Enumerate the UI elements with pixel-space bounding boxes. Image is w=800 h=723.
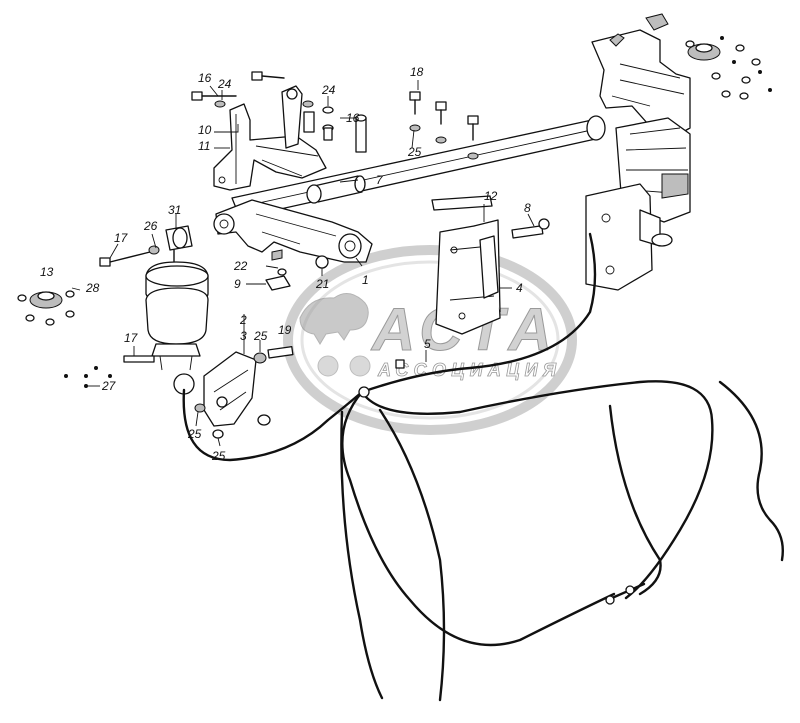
callout-21: 21 bbox=[315, 277, 329, 291]
callout-24: 24 bbox=[217, 77, 232, 91]
upper-spring-bolt bbox=[99, 245, 160, 267]
right-frame-bracket bbox=[585, 13, 691, 291]
callout-25: 25 bbox=[211, 449, 226, 463]
callout-13: 13 bbox=[40, 265, 54, 279]
callout-2: 2 bbox=[239, 313, 247, 327]
boar-logo-icon bbox=[299, 293, 371, 377]
callout-16: 16 bbox=[198, 71, 212, 85]
callout-25: 25 bbox=[407, 145, 422, 159]
callout-8: 8 bbox=[524, 201, 531, 215]
left-upper-bracket bbox=[213, 85, 327, 191]
leader-lines bbox=[71, 80, 535, 447]
callout-12: 12 bbox=[484, 189, 498, 203]
callout-24: 24 bbox=[321, 83, 336, 97]
callout-11: 11 bbox=[198, 139, 210, 153]
callout-4: 4 bbox=[516, 281, 523, 295]
callout-17: 17 bbox=[114, 231, 129, 245]
callout-18: 18 bbox=[410, 65, 424, 79]
callout-5: 5 bbox=[424, 337, 431, 351]
callout-25: 25 bbox=[253, 329, 268, 343]
small-nuts-left bbox=[64, 366, 112, 388]
callout-9: 9 bbox=[234, 277, 241, 291]
callout-19: 19 bbox=[278, 323, 292, 337]
callout-7: 7 bbox=[376, 173, 384, 187]
callout-22: 22 bbox=[233, 259, 248, 273]
callout-10: 10 bbox=[198, 123, 212, 137]
callout-28: 28 bbox=[85, 281, 100, 295]
lower-spring-bracket bbox=[194, 346, 294, 439]
trailing-arm bbox=[213, 199, 373, 263]
callout-17: 17 bbox=[124, 331, 139, 345]
callout-16: 16 bbox=[346, 111, 360, 125]
air-spring bbox=[123, 225, 209, 395]
air-lines bbox=[182, 232, 784, 702]
callout-27: 27 bbox=[101, 379, 117, 393]
nut-cluster-left bbox=[17, 290, 75, 326]
nut-cluster-top-right bbox=[685, 36, 772, 100]
callout-labels: 16 24 10 11 24 16 18 25 7 31 26 17 13 28… bbox=[40, 65, 531, 463]
vertical-bolts bbox=[409, 91, 479, 160]
callout-25: 25 bbox=[187, 427, 202, 441]
callout-26: 26 bbox=[143, 219, 158, 233]
callout-3: 3 bbox=[240, 329, 247, 343]
bump-stop-parts bbox=[265, 249, 329, 291]
bushing-sleeve bbox=[306, 175, 366, 204]
upper-left-fasteners bbox=[191, 71, 367, 153]
callout-1: 1 bbox=[362, 273, 369, 287]
center-bracket bbox=[431, 195, 550, 335]
callout-31: 31 bbox=[168, 203, 181, 217]
